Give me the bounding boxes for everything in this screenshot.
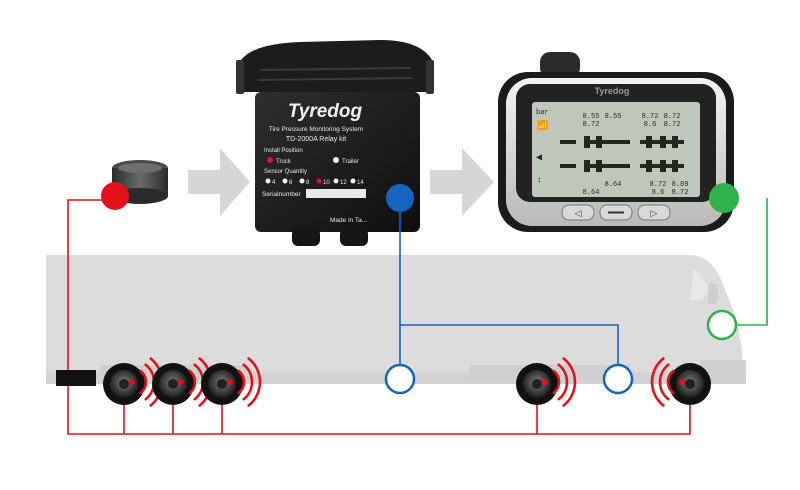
flow-arrows xyxy=(188,148,494,216)
trailer-coupler xyxy=(56,370,96,386)
wheel xyxy=(516,357,577,407)
arrow-sensor-to-repeater xyxy=(188,148,250,216)
truck-position-dot xyxy=(267,157,273,163)
speaker-button[interactable] xyxy=(561,204,595,221)
wheel xyxy=(650,357,711,407)
repeater-wiring xyxy=(399,212,619,366)
quantity-option-label: 6 xyxy=(289,180,293,186)
signal-wave xyxy=(557,363,569,401)
speaker-icon: ◀ xyxy=(536,153,542,164)
repeater-unit: Tyredog Tire Pressure Monitoring System … xyxy=(236,40,434,246)
wheel-sensor-dot xyxy=(129,379,135,385)
wheel-sensor-dot xyxy=(227,379,233,385)
repeater-lid xyxy=(240,40,432,92)
quantity-option-label: 4 xyxy=(272,180,276,186)
lcd-screen xyxy=(532,102,700,197)
signal-wave xyxy=(658,363,670,401)
signal-wave xyxy=(650,357,665,407)
signal-wave xyxy=(552,369,561,395)
lcd-pressure-reading: 8.6 xyxy=(652,189,665,197)
trailer-position-dot xyxy=(333,157,339,163)
sensor-node xyxy=(101,182,129,210)
repeater-brand: Tyredog xyxy=(288,101,363,122)
signal-wave xyxy=(188,369,197,395)
serial-field xyxy=(306,189,366,198)
signal-wave xyxy=(139,369,148,395)
lcd-pressure-reading: 8.55 xyxy=(605,113,622,121)
quantity-options: 4 6 8 10 12 14 xyxy=(265,178,364,186)
quantity-option-dot xyxy=(282,178,288,184)
serial-label: Serialnumber xyxy=(262,191,301,198)
monitor-brand: Tyredog xyxy=(595,86,630,96)
quantity-option-label: 8 xyxy=(306,180,310,186)
truck-label: Truck xyxy=(276,159,292,165)
quantity-option-label: 14 xyxy=(357,180,364,186)
monitor-power-node xyxy=(706,309,738,341)
signal-wave xyxy=(242,363,254,401)
play-button-icon: ▷ xyxy=(651,209,658,219)
temperature-icon: ↕ xyxy=(537,176,542,185)
wheel-sensor-dot xyxy=(679,379,685,385)
quantity-option-dot xyxy=(333,178,339,184)
quantity-option-label: 10 xyxy=(323,180,330,186)
signal-wave xyxy=(247,357,262,407)
monitor-node xyxy=(709,183,739,213)
quantity-option-label: 12 xyxy=(340,180,347,186)
quantity-option-dot xyxy=(299,178,305,184)
front-bumper xyxy=(700,360,746,380)
lcd-pressure-reading: 8.72 xyxy=(650,181,667,189)
antenna-icon: 📶 xyxy=(537,119,548,131)
cab-mirror xyxy=(708,284,718,304)
repeater-model: TD-2000A Relay kit xyxy=(286,136,346,143)
arrow-repeater-to-monitor xyxy=(430,148,494,216)
speaker-button-icon: ◁ xyxy=(575,209,582,219)
wheel xyxy=(152,357,213,407)
lcd-pressure-reading: 8.72 xyxy=(583,121,600,129)
signal-wave xyxy=(562,357,577,407)
monitor-wiring xyxy=(736,198,768,326)
cab-window xyxy=(690,268,712,300)
lcd-pressure-reading: 8.72 xyxy=(642,113,659,121)
truck-cab xyxy=(650,255,742,380)
signal-wave xyxy=(666,369,675,395)
lcd-pressure-reading: 8.89 xyxy=(672,181,689,189)
quantity-option-dot xyxy=(265,178,271,184)
quantity-option-dot xyxy=(350,178,356,184)
lcd-axle-graphics xyxy=(560,136,684,172)
lcd-pressure-reading: 8.72 xyxy=(672,189,689,197)
repeater-node xyxy=(386,184,414,212)
play-button[interactable] xyxy=(637,204,671,221)
wheel xyxy=(201,357,262,407)
trailer-label: Trailer xyxy=(342,159,359,165)
sensor-wiring xyxy=(67,199,691,435)
repeater-antenna-front xyxy=(384,363,416,395)
repeater-subtitle: Tire Pressure Monitoring System xyxy=(269,126,363,133)
lcd-pressure-reading: 8.64 xyxy=(605,181,622,189)
trailer-body xyxy=(46,255,650,375)
made-in-label: Made in Ta... xyxy=(330,217,367,224)
pressure-unit: bar xyxy=(536,109,549,117)
repeater-antenna-rear xyxy=(602,363,634,395)
signal-wave xyxy=(237,369,246,395)
wheel-sensor-dot xyxy=(178,379,184,385)
wheel-sensor-dot xyxy=(542,379,548,385)
quantity-option-dot xyxy=(316,178,322,184)
lcd-pressure-reading: 8.72 xyxy=(664,121,681,129)
lcd-pressure-reading: 8.55 xyxy=(583,113,600,121)
lcd-pressure-reading: 8.72 xyxy=(664,113,681,121)
wheels xyxy=(103,357,711,407)
lcd-pressure-reading: 8.6 xyxy=(644,121,657,129)
sensor-quantity-label: Sensor Quantity xyxy=(264,169,307,175)
install-position-label: Install Position xyxy=(264,148,303,154)
lcd-pressure-reading: 8.64 xyxy=(583,189,600,197)
